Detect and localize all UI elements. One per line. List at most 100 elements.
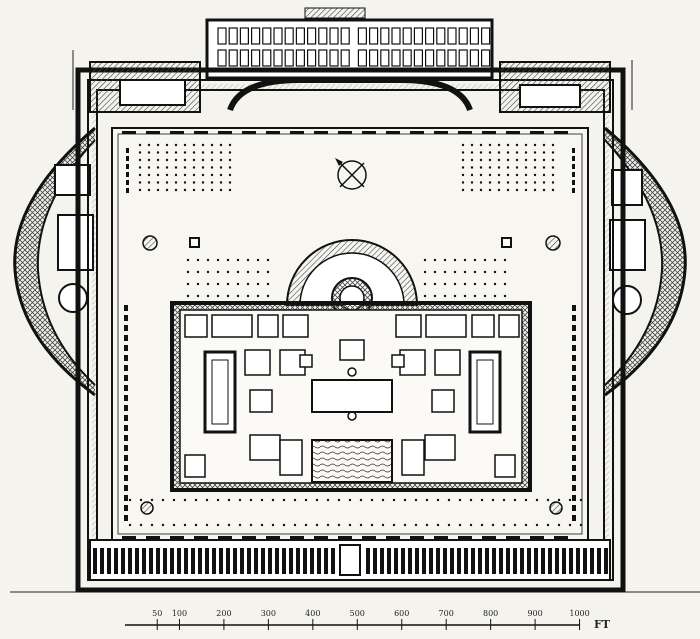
scale-tick-label: 500 bbox=[350, 609, 365, 618]
tree-dot bbox=[568, 523, 572, 527]
tree-dot bbox=[147, 151, 151, 154]
tree-dot bbox=[271, 498, 275, 502]
tree-dot bbox=[461, 173, 465, 177]
column-mark bbox=[124, 435, 128, 441]
tree-dot bbox=[488, 173, 492, 177]
tree-dot bbox=[473, 270, 477, 274]
tree-dot bbox=[535, 523, 539, 527]
tree-dot bbox=[533, 188, 537, 192]
bath-room bbox=[299, 354, 313, 368]
tree-dot bbox=[238, 523, 242, 527]
shop-wall bbox=[303, 548, 307, 574]
shop-wall bbox=[443, 548, 447, 574]
tree-dot bbox=[533, 158, 537, 162]
tree-dot bbox=[458, 523, 462, 527]
tree-dot bbox=[542, 143, 546, 147]
shop-wall bbox=[520, 548, 524, 574]
shop-wall bbox=[135, 548, 139, 574]
column-mark bbox=[124, 485, 128, 491]
column-mark bbox=[572, 156, 575, 161]
tree-dot bbox=[172, 498, 176, 502]
tree-dot bbox=[470, 151, 474, 154]
tree-dot bbox=[488, 158, 492, 162]
tree-dot bbox=[443, 294, 447, 298]
tree-dot bbox=[186, 282, 190, 286]
tree-dot bbox=[194, 523, 198, 527]
reservoir-cell bbox=[458, 27, 468, 45]
shop-wall bbox=[436, 548, 440, 574]
tree-dot bbox=[156, 166, 160, 169]
tree-dot bbox=[461, 188, 465, 192]
shop-wall bbox=[184, 548, 188, 574]
tree-dot bbox=[282, 498, 286, 502]
central-bath-building bbox=[170, 239, 532, 492]
tree-dot bbox=[497, 151, 501, 154]
tree-dot bbox=[304, 498, 308, 502]
reservoir-cell bbox=[413, 27, 423, 45]
tree-dot bbox=[479, 158, 483, 162]
tree-dot bbox=[443, 282, 447, 286]
tree-dot bbox=[506, 166, 510, 169]
column-mark bbox=[572, 415, 576, 421]
tree-dot bbox=[483, 294, 487, 298]
shop-wall bbox=[310, 548, 314, 574]
column-mark bbox=[124, 465, 128, 471]
tree-dot bbox=[392, 523, 396, 527]
tree-dot bbox=[414, 498, 418, 502]
tree-dot bbox=[196, 294, 200, 298]
reservoir-cell bbox=[295, 49, 305, 67]
tree-dot bbox=[542, 188, 546, 192]
tree-dot bbox=[246, 282, 250, 286]
tree-dot bbox=[524, 166, 528, 169]
tree-dot bbox=[453, 294, 457, 298]
tree-dot bbox=[216, 498, 220, 502]
column-mark bbox=[506, 131, 520, 134]
tree-dot bbox=[503, 294, 507, 298]
shop-wall bbox=[156, 548, 160, 574]
tree-dot bbox=[480, 523, 484, 527]
tree-dot bbox=[192, 158, 196, 162]
tree-dot bbox=[473, 282, 477, 286]
tree-dot bbox=[524, 151, 528, 154]
column-mark bbox=[266, 536, 280, 539]
tree-dot bbox=[216, 258, 220, 262]
scale-tick-label: 700 bbox=[439, 609, 454, 618]
tree-dot bbox=[497, 188, 501, 192]
reservoir-cell bbox=[318, 27, 328, 45]
tree-dot bbox=[196, 258, 200, 262]
tree-dot bbox=[174, 173, 178, 177]
column-mark bbox=[124, 315, 128, 321]
tree-dot bbox=[433, 270, 437, 274]
tree-dot bbox=[192, 151, 196, 154]
column-mark bbox=[572, 445, 576, 451]
reservoir-cell bbox=[340, 27, 350, 45]
tree-dot bbox=[256, 270, 260, 274]
tree-dot bbox=[461, 158, 465, 162]
reservoir-cell bbox=[447, 49, 457, 67]
scale-tick-label: 300 bbox=[261, 609, 276, 618]
column-mark bbox=[314, 536, 328, 539]
tree-dot bbox=[392, 498, 396, 502]
column-mark bbox=[572, 375, 576, 381]
tree-dot bbox=[236, 282, 240, 286]
column-mark bbox=[122, 131, 136, 134]
tree-dot bbox=[515, 181, 519, 184]
column-mark bbox=[362, 536, 376, 539]
tree-dot bbox=[196, 282, 200, 286]
reservoir-cell bbox=[357, 49, 367, 67]
reservoir-cell bbox=[369, 49, 379, 67]
scale-tick-label: 400 bbox=[305, 609, 320, 618]
tree-dot bbox=[337, 498, 341, 502]
tree-dot bbox=[515, 158, 519, 162]
reservoir-cell bbox=[228, 49, 238, 67]
shop-wall bbox=[163, 548, 167, 574]
tree-dot bbox=[479, 181, 483, 184]
column-mark bbox=[572, 345, 576, 351]
tree-dot bbox=[138, 173, 142, 177]
column-mark bbox=[572, 485, 576, 491]
tree-dot bbox=[381, 523, 385, 527]
tree-dot bbox=[506, 181, 510, 184]
tree-dot bbox=[326, 498, 330, 502]
column-mark bbox=[572, 335, 576, 341]
tree-dot bbox=[491, 498, 495, 502]
